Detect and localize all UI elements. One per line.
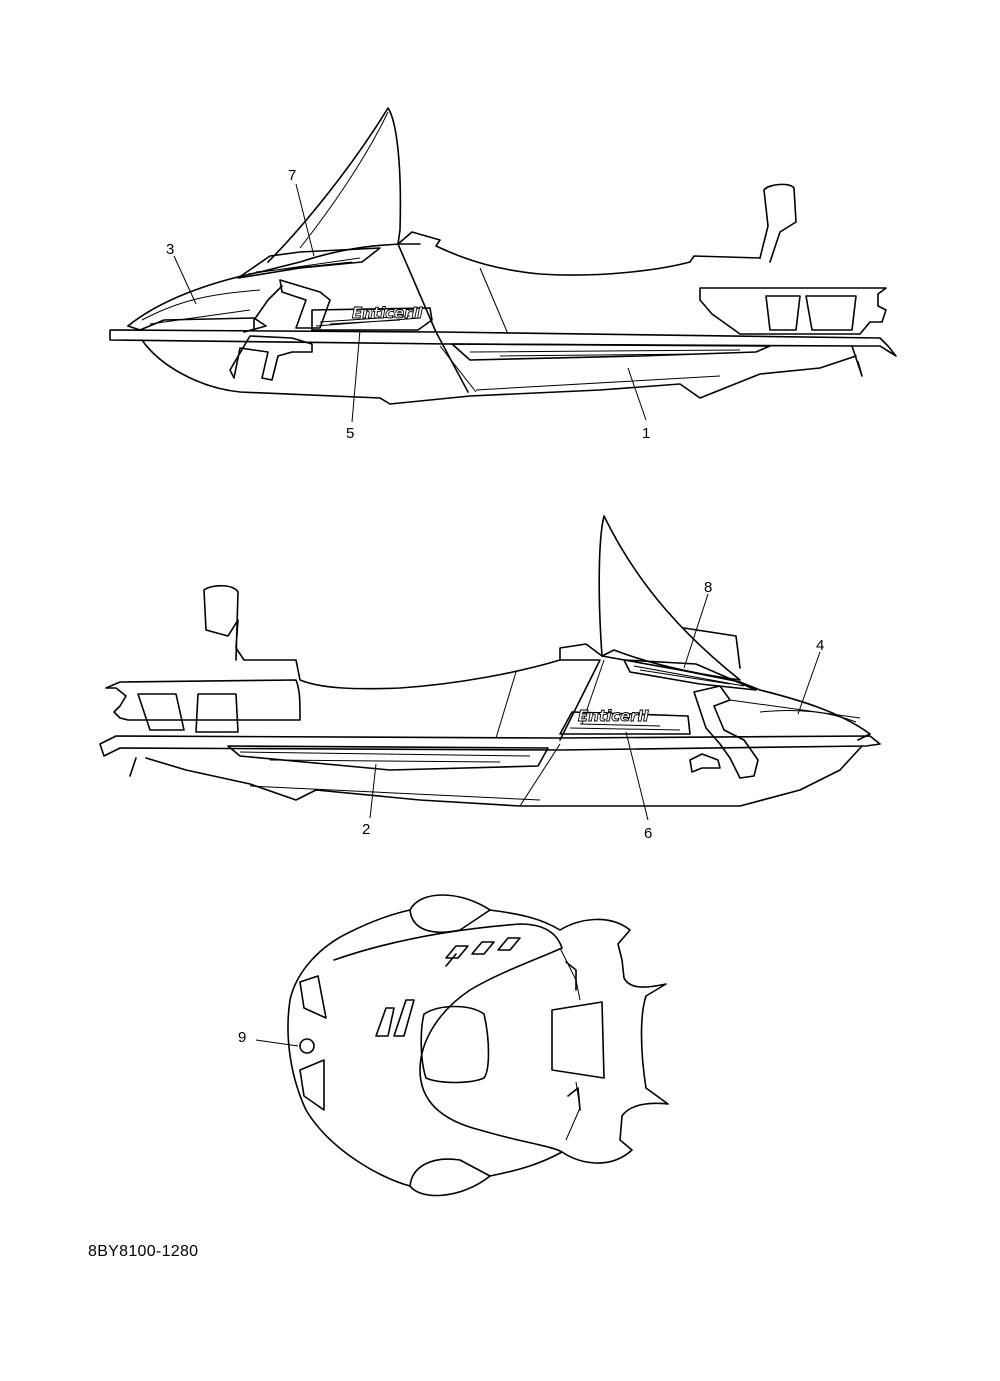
callout-5: 5 bbox=[346, 425, 354, 442]
drawing-code: 8BY8100-1280 bbox=[88, 1243, 199, 1260]
decal-7-hood-stripe bbox=[237, 247, 381, 279]
callouts-middle-view: 8 4 2 6 bbox=[362, 579, 824, 842]
callout-7: 7 bbox=[288, 167, 296, 184]
model-badge-left: EnticerII bbox=[578, 707, 649, 725]
callouts-top-view: 7 3 5 1 bbox=[166, 167, 650, 442]
callout-1: 1 bbox=[642, 425, 650, 442]
decal-5-side-logo-strip bbox=[311, 307, 433, 331]
snowmobile-hood-top-view bbox=[287, 894, 669, 1197]
snowmobile-right-side-view: EnticerII bbox=[109, 107, 897, 405]
callouts-bottom-view: 9 bbox=[238, 1029, 299, 1047]
decal-6-side-logo-strip bbox=[559, 711, 691, 735]
decal-2-lower-side-stripe bbox=[227, 745, 549, 771]
decal-8-hood-stripe bbox=[623, 659, 757, 691]
callout-3: 3 bbox=[166, 241, 174, 258]
callout-4: 4 bbox=[816, 637, 824, 654]
model-badge-right: EnticerII bbox=[352, 304, 423, 322]
callout-9: 9 bbox=[238, 1029, 246, 1046]
callout-6: 6 bbox=[644, 825, 652, 842]
decal-9-emblem bbox=[299, 1038, 315, 1054]
snowmobile-left-side-view: EnticerII bbox=[99, 515, 881, 807]
callout-8: 8 bbox=[704, 579, 712, 596]
callout-2: 2 bbox=[362, 821, 370, 838]
